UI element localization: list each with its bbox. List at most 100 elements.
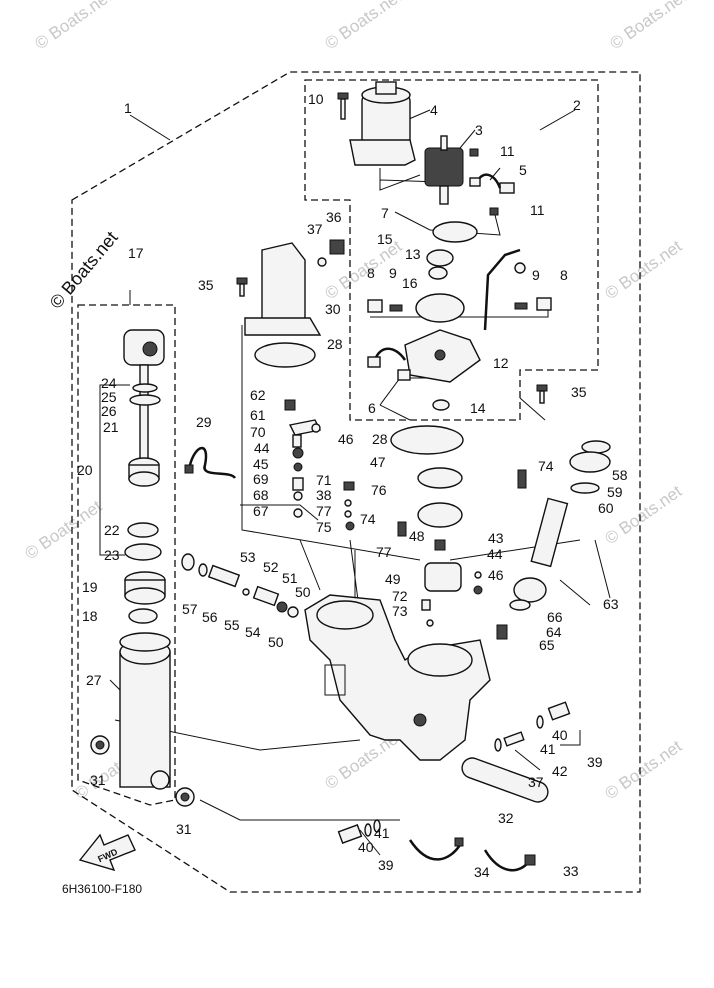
screw-part bbox=[292, 434, 302, 448]
callout-label: 35 bbox=[571, 384, 587, 400]
bushing-part bbox=[90, 735, 195, 807]
callout-label: 8 bbox=[367, 265, 375, 281]
callout-label: 12 bbox=[493, 355, 509, 371]
callout-label: 65 bbox=[539, 637, 555, 653]
valve-body-part bbox=[424, 562, 462, 592]
callout-label: 26 bbox=[101, 403, 117, 419]
ball-part bbox=[474, 571, 482, 579]
brush-part bbox=[367, 347, 411, 381]
o-ring-small-part bbox=[181, 553, 195, 571]
pipe-part bbox=[188, 446, 237, 479]
callout-labels: 1 2 3 4 5 6 7 8 8 9 9 10 11 11 12 13 14 … bbox=[77, 91, 628, 880]
o-ring-part bbox=[127, 522, 159, 538]
nut-part bbox=[311, 423, 321, 433]
bolt-part bbox=[536, 384, 548, 392]
screw-part bbox=[397, 521, 407, 537]
callout-label: 16 bbox=[402, 275, 418, 291]
callout-label: 11 bbox=[500, 143, 515, 159]
callout-label: 29 bbox=[196, 414, 212, 430]
plug-part bbox=[421, 599, 431, 611]
piston-part bbox=[417, 502, 463, 528]
callout-label: 52 bbox=[263, 559, 279, 575]
callout-label: 27 bbox=[86, 672, 102, 688]
callout-label: 67 bbox=[253, 503, 269, 519]
callout-label: 73 bbox=[392, 603, 408, 619]
rod-part bbox=[530, 497, 569, 568]
callout-label: 50 bbox=[268, 634, 284, 650]
o-ring-small-part bbox=[293, 508, 303, 518]
callout-label: 28 bbox=[327, 336, 343, 352]
o-ring-part bbox=[570, 482, 600, 494]
callout-label: 10 bbox=[308, 91, 324, 107]
assembly-2-outline bbox=[304, 79, 599, 421]
diagram-code: 6H36100-F180 bbox=[62, 882, 142, 896]
callout-label: 69 bbox=[253, 471, 269, 487]
seal-part bbox=[569, 451, 611, 473]
o-ring-part bbox=[509, 599, 531, 611]
assembly-1-outline bbox=[71, 71, 641, 893]
bolt-part bbox=[239, 283, 245, 297]
callout-label: 40 bbox=[552, 727, 568, 743]
terminal-part bbox=[536, 297, 552, 311]
callout-label: 53 bbox=[240, 549, 256, 565]
assembly-20-outline bbox=[77, 304, 176, 806]
seal-part bbox=[124, 543, 162, 561]
callout-label: 22 bbox=[104, 522, 120, 538]
watermark-overlay-text: © Boats.net bbox=[46, 227, 122, 312]
callout-label: 48 bbox=[409, 528, 425, 544]
o-ring-small-part bbox=[317, 257, 327, 267]
o-ring-small-part bbox=[494, 738, 502, 752]
callout-label: 11 bbox=[530, 202, 545, 218]
callout-label: 44 bbox=[487, 546, 503, 562]
callout-label: 66 bbox=[547, 609, 563, 625]
fitting-part bbox=[547, 701, 571, 721]
callout-label: 7 bbox=[381, 205, 389, 221]
callout-label: 17 bbox=[128, 245, 144, 261]
callout-label: 46 bbox=[338, 431, 354, 447]
callout-label: 77 bbox=[316, 503, 332, 519]
brush-plate-part bbox=[432, 221, 478, 243]
callout-label: 31 bbox=[90, 772, 106, 788]
callout-label: 36 bbox=[326, 209, 342, 225]
screw-part bbox=[489, 207, 499, 216]
leader-lines bbox=[99, 109, 611, 856]
cap-part bbox=[581, 440, 611, 454]
callout-label: 41 bbox=[374, 825, 390, 841]
callout-label: 24 bbox=[101, 375, 117, 391]
callout-label: 60 bbox=[598, 500, 614, 516]
ball-part bbox=[276, 601, 288, 613]
callout-label: 57 bbox=[182, 601, 198, 617]
screw-part bbox=[514, 302, 528, 310]
seat-part bbox=[287, 606, 299, 618]
piston-part bbox=[513, 577, 547, 603]
valve-part bbox=[434, 539, 446, 551]
end-cover-part bbox=[404, 329, 481, 383]
callout-label: 19 bbox=[82, 579, 98, 595]
callout-label: 39 bbox=[378, 857, 394, 873]
ball-part bbox=[344, 510, 352, 518]
reservoir-part bbox=[244, 242, 322, 336]
callout-label: 4 bbox=[430, 102, 438, 118]
callout-label: 63 bbox=[603, 596, 619, 612]
callout-label: 55 bbox=[224, 617, 240, 633]
bolt-part bbox=[539, 390, 545, 404]
watermark-text: © Boats.net bbox=[31, 0, 115, 53]
callout-label: 41 bbox=[540, 741, 556, 757]
callout-label: 33 bbox=[563, 863, 579, 879]
callout-label: 6 bbox=[368, 400, 376, 416]
screw-part bbox=[389, 304, 403, 312]
watermark-text: © Boats.net bbox=[21, 496, 105, 563]
callout-label: 58 bbox=[612, 467, 628, 483]
callout-label: 59 bbox=[607, 484, 623, 500]
callout-label: 61 bbox=[250, 407, 266, 423]
terminal-part bbox=[367, 299, 383, 313]
armature-part bbox=[424, 135, 464, 205]
nut-part bbox=[292, 447, 304, 459]
o-ring-part bbox=[254, 342, 316, 368]
callout-label: 50 bbox=[295, 584, 311, 600]
ball-part bbox=[473, 585, 483, 595]
pipe-fitting bbox=[524, 854, 536, 866]
watermark-text: © Boats.net bbox=[601, 236, 685, 303]
o-ring-small-part bbox=[426, 619, 434, 627]
screw-part bbox=[343, 481, 355, 491]
